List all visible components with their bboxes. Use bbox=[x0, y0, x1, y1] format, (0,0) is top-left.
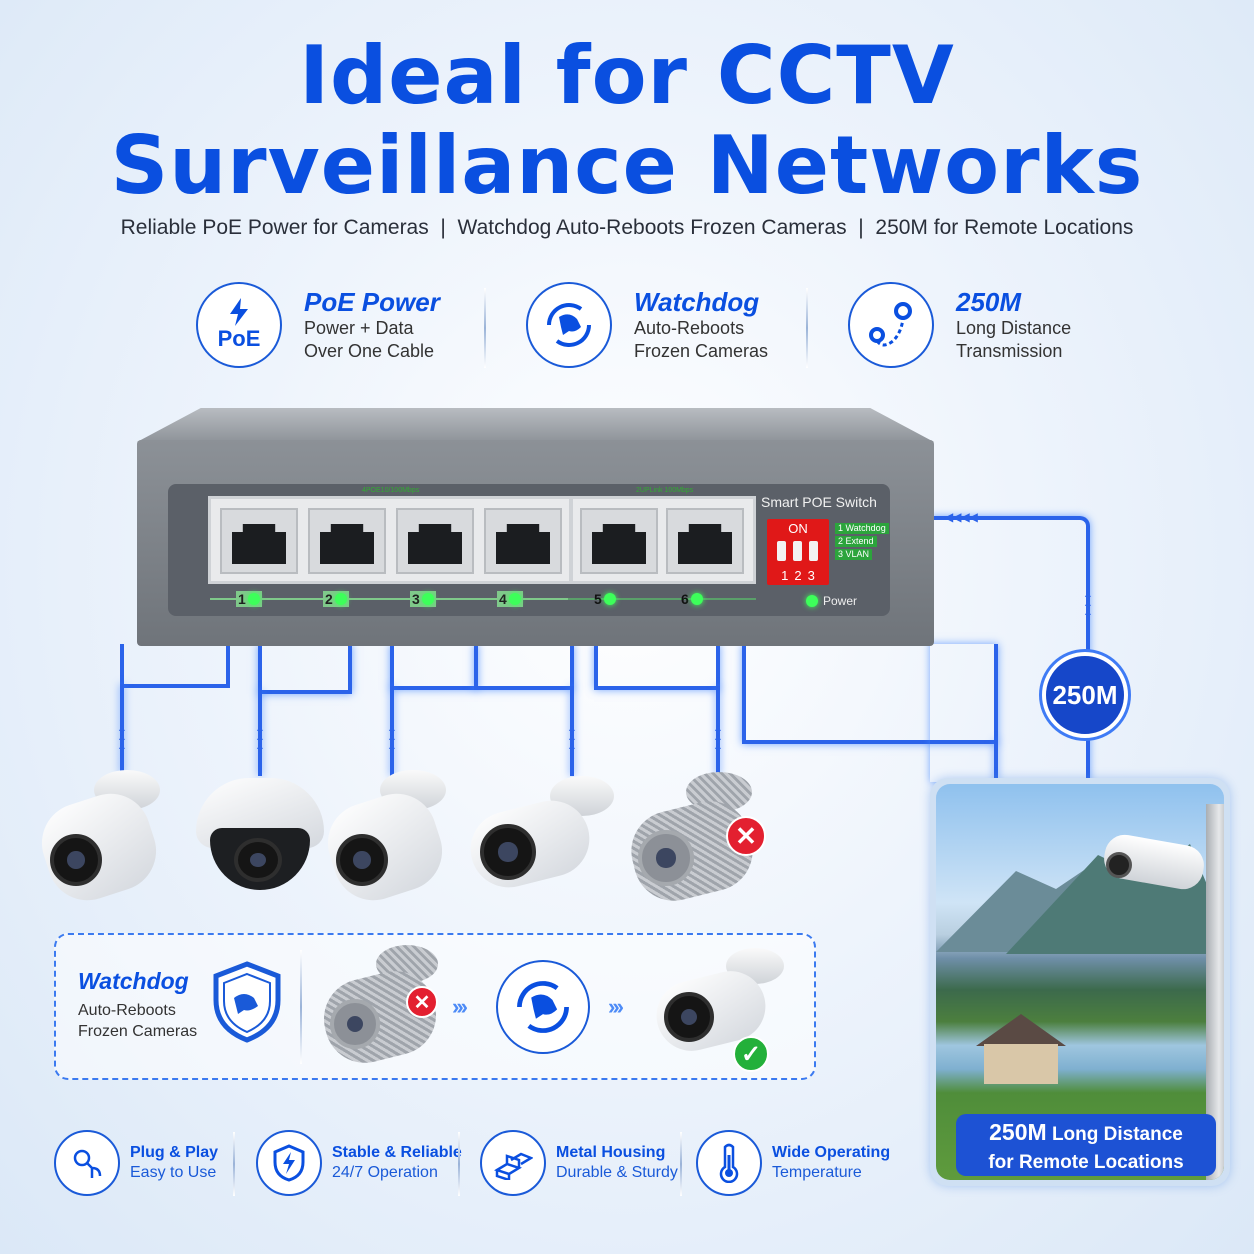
divider bbox=[484, 288, 486, 368]
error-x-icon: ✕ bbox=[726, 816, 766, 856]
signal-arrows: ▲▲▲ bbox=[255, 723, 265, 752]
divider bbox=[300, 950, 302, 1064]
feature-watchdog: Watchdog Auto-Reboots Frozen Cameras bbox=[526, 280, 768, 370]
remote-location-panel: 250M Long Distance for Remote Locations bbox=[930, 778, 1230, 1186]
pole-image bbox=[1206, 804, 1224, 1180]
signal-arrows: ▲▲▲ bbox=[1083, 589, 1093, 618]
subtitle: Reliable PoE Power for Cameras | Watchdo… bbox=[120, 216, 1134, 239]
dip-label: 3 VLAN bbox=[835, 549, 873, 560]
port-led-4: 4 bbox=[497, 591, 523, 607]
poe-lightning-icon: PoE bbox=[196, 282, 282, 368]
uplink-label: 2UPLink 100Mbps bbox=[636, 487, 694, 494]
landscape-image: 250M Long Distance for Remote Locations bbox=[936, 784, 1224, 1180]
led-icon bbox=[334, 593, 347, 605]
feature-title: 250M bbox=[956, 287, 1022, 317]
dome-camera bbox=[196, 778, 326, 898]
feature-line: Frozen Cameras bbox=[634, 341, 769, 361]
chevron-right-icon: ››› bbox=[608, 994, 624, 1019]
page-title-line2: Surveillance Networks bbox=[110, 119, 1144, 212]
led-icon bbox=[508, 593, 521, 605]
poe-ports-label: 4POE10/100Mbps bbox=[362, 487, 420, 494]
ethernet-port-3[interactable] bbox=[396, 508, 474, 574]
signal-arrows: ▲▲▲ bbox=[713, 723, 723, 752]
route-pin-icon bbox=[848, 282, 934, 368]
port-led-2: 2 bbox=[323, 591, 349, 607]
dip-on-label: ON bbox=[788, 521, 808, 536]
feature-line: Long Distance bbox=[956, 318, 1072, 338]
port-led-6: 6 bbox=[681, 591, 703, 607]
feature-distance: 250M Long Distance Transmission bbox=[848, 280, 1071, 370]
watchdog-desc: Auto-Reboots Frozen Cameras bbox=[78, 1002, 198, 1040]
dip-toggle-2[interactable] bbox=[793, 541, 802, 561]
led-icon bbox=[421, 593, 434, 605]
port-led-3: 3 bbox=[410, 591, 436, 607]
switch-lid bbox=[137, 408, 934, 442]
signal-arrows: ▲▲▲ bbox=[567, 723, 577, 752]
feature-line: Power + Data bbox=[304, 318, 414, 338]
power-indicator: Power bbox=[804, 594, 857, 608]
frozen-camera bbox=[622, 772, 768, 912]
signal-arrows: ▲▲▲ bbox=[117, 723, 127, 752]
watchdog-title: Watchdog bbox=[78, 968, 189, 994]
shield-bolt-icon bbox=[256, 1130, 322, 1196]
dip-numbers: 123 bbox=[781, 568, 821, 583]
house-image bbox=[976, 1014, 1066, 1084]
bullet-camera bbox=[31, 770, 174, 911]
bullet-camera bbox=[462, 776, 620, 896]
led-icon bbox=[247, 593, 260, 605]
feature-line: Auto-Reboots bbox=[634, 318, 745, 338]
power-led-icon bbox=[806, 595, 818, 607]
signal-arrows: ▲▲▲ bbox=[387, 723, 397, 752]
bullet-camera bbox=[317, 770, 460, 911]
distance-badge: 250M bbox=[1042, 652, 1128, 738]
dip-label: 1 Watchdog bbox=[835, 523, 889, 534]
rebooted-camera bbox=[649, 948, 786, 1059]
chevron-right-icon: ››› bbox=[452, 994, 468, 1019]
poe-icon-text: PoE bbox=[217, 326, 261, 351]
plug-icon bbox=[54, 1130, 120, 1196]
feature-title: PoE Power bbox=[304, 287, 440, 317]
success-check-icon: ✓ bbox=[733, 1036, 769, 1072]
feature-title: Watchdog bbox=[634, 287, 760, 317]
reboot-dog-icon bbox=[496, 960, 590, 1054]
feature-poe: PoE PoE Power Power + Data Over One Cabl… bbox=[196, 280, 440, 370]
metal-bars-icon bbox=[480, 1130, 546, 1196]
feature-line: Transmission bbox=[956, 341, 1063, 361]
led-icon bbox=[690, 593, 703, 605]
page-title-line1: Ideal for CCTV bbox=[299, 29, 955, 122]
dip-switch[interactable]: ON 123 bbox=[767, 519, 829, 585]
error-x-icon: ✕ bbox=[406, 986, 438, 1018]
feature-line: Over One Cable bbox=[304, 341, 435, 361]
ethernet-port-4[interactable] bbox=[484, 508, 562, 574]
port-led-5: 5 bbox=[594, 591, 616, 607]
ethernet-port-1[interactable] bbox=[220, 508, 298, 574]
port-led-1: 1 bbox=[236, 591, 262, 607]
ethernet-port-5[interactable] bbox=[580, 508, 658, 574]
ethernet-port-2[interactable] bbox=[308, 508, 386, 574]
dip-toggle-3[interactable] bbox=[809, 541, 818, 561]
watchdog-dog-icon bbox=[526, 282, 612, 368]
dip-toggle-1[interactable] bbox=[777, 541, 786, 561]
led-icon bbox=[603, 593, 616, 605]
remote-caption: 250M Long Distance for Remote Locations bbox=[956, 1114, 1216, 1176]
divider bbox=[806, 288, 808, 368]
shield-dog-icon bbox=[210, 960, 284, 1049]
switch-name: Smart POE Switch bbox=[761, 494, 877, 510]
thermometer-icon bbox=[696, 1130, 762, 1196]
signal-arrows: ◀◀◀◀ bbox=[944, 510, 978, 524]
frozen-camera bbox=[315, 945, 452, 1072]
ethernet-port-6[interactable] bbox=[666, 508, 744, 574]
dip-label: 2 Extend bbox=[835, 536, 877, 547]
